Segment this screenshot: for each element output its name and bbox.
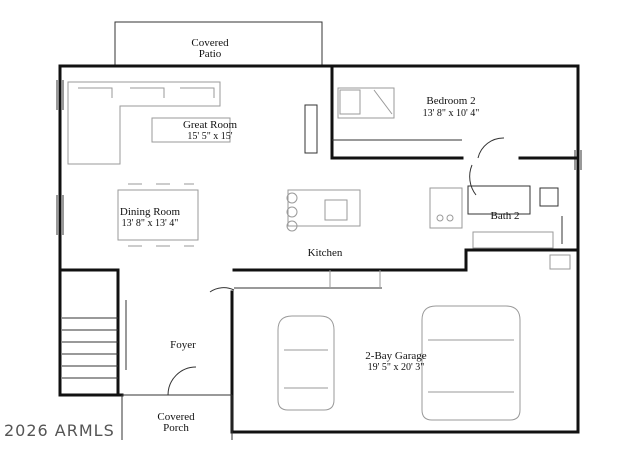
label-covered-porch: Covered Porch [157, 411, 195, 434]
dining-table [117, 183, 199, 247]
label-kitchen: Kitchen [308, 247, 343, 259]
fireplace [304, 104, 318, 154]
label-great-room: Great Room 15' 5" x 15' [183, 119, 238, 142]
label-dining-room: Dining Room 13' 8" x 13' 4" [120, 206, 181, 229]
svg-text:13' 8" x 13' 4": 13' 8" x 13' 4" [122, 218, 179, 229]
label-bedroom-2: Bedroom 2 13' 8" x 10' 4" [423, 95, 480, 119]
entry-door-swing [167, 366, 197, 396]
label-foyer: Foyer [170, 339, 196, 351]
watermark: 2026 ARMLS [4, 421, 115, 440]
bath-2 [464, 156, 580, 270]
svg-text:Bedroom 2: Bedroom 2 [426, 95, 475, 107]
bedroom-2 [330, 64, 464, 160]
bedroom-door-swing [477, 137, 505, 159]
svg-text:Patio: Patio [199, 48, 222, 60]
label-covered-patio: Covered Patio [191, 37, 229, 60]
great-room-sofa [67, 81, 231, 165]
svg-text:2-Bay Garage: 2-Bay Garage [365, 350, 427, 362]
svg-text:15' 5" x 15': 15' 5" x 15' [187, 131, 232, 142]
foyer-door-swing [209, 287, 235, 293]
svg-text:Covered: Covered [191, 37, 229, 49]
label-garage: 2-Bay Garage 19' 5" x 20' 3" [365, 350, 427, 373]
label-bath-2: Bath 2 [490, 210, 519, 222]
svg-text:Great Room: Great Room [183, 119, 238, 131]
stairs [58, 268, 127, 397]
garage-car-2 [421, 305, 521, 421]
svg-text:19' 5" x 20' 3": 19' 5" x 20' 3" [368, 362, 425, 373]
garage-car-1 [277, 315, 335, 411]
covered-patio [114, 21, 323, 66]
svg-text:Porch: Porch [163, 422, 189, 434]
covered-porch [121, 394, 233, 440]
svg-text:Dining Room: Dining Room [120, 206, 181, 218]
kitchen [232, 187, 468, 289]
svg-text:13' 8" x 10' 4": 13' 8" x 10' 4" [423, 108, 480, 119]
svg-text:Covered: Covered [157, 411, 195, 423]
